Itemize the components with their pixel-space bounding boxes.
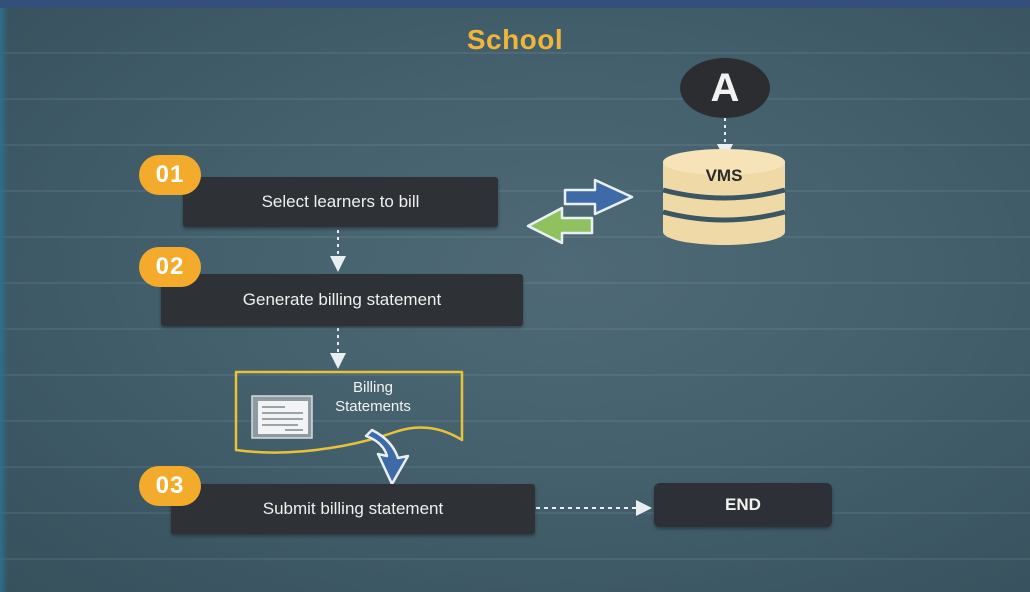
- billing-statements-document-icon: [234, 370, 464, 454]
- step-1-box[interactable]: Select learners to bill: [183, 177, 498, 227]
- arrow-document-to-step3: [364, 428, 410, 486]
- window-top-edge: [0, 0, 1030, 8]
- step-3-box[interactable]: Submit billing statement: [171, 484, 535, 534]
- diagram-title: School: [466, 24, 564, 55]
- end-label: END: [725, 495, 761, 514]
- step-1-label: Select learners to bill: [261, 192, 420, 211]
- step-3-badge: 03: [139, 466, 201, 506]
- billing-statements-label-line2: Statements: [335, 398, 411, 415]
- step-3-label: Submit billing statement: [262, 499, 444, 518]
- board-frame-edge: [0, 8, 8, 592]
- connector-node-a: A: [680, 58, 770, 118]
- billing-statements-label-line1: Billing: [352, 379, 394, 396]
- billing-statements-label: Billing Statements: [318, 378, 428, 416]
- vms-database-icon: [662, 149, 786, 245]
- end-box[interactable]: END: [654, 483, 832, 527]
- step-1-badge: 01: [139, 155, 201, 195]
- step-2-badge: 02: [139, 247, 201, 287]
- step-2-box[interactable]: Generate billing statement: [161, 274, 523, 326]
- step-2-label: Generate billing statement: [242, 290, 442, 309]
- exchange-arrows-icon: [526, 178, 634, 245]
- vms-database-label: VMS: [705, 166, 743, 185]
